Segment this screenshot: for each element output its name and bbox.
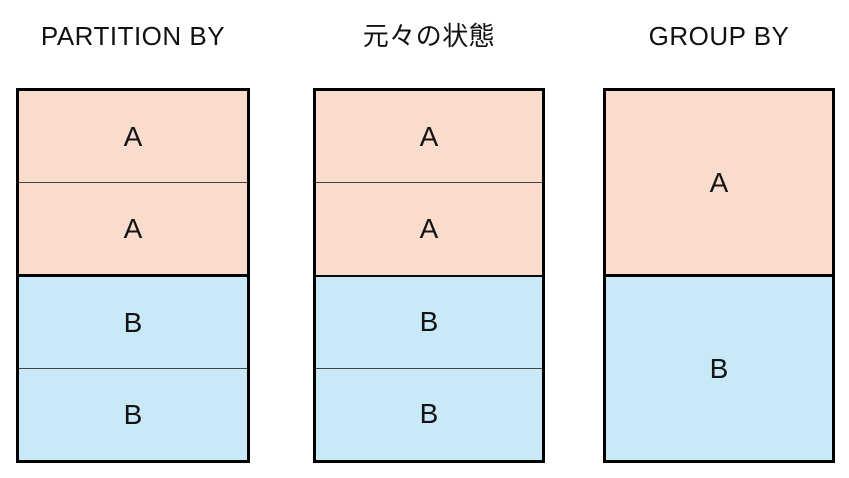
group-cell-b: B xyxy=(606,277,832,460)
original-state-table: A A B B xyxy=(313,88,545,463)
partition-cell-b2: B xyxy=(19,369,247,460)
partition-by-table: A A B B xyxy=(16,88,250,463)
original-cell-b1: B xyxy=(316,276,542,369)
original-cell-b2: B xyxy=(316,368,542,460)
partition-cell-a2: A xyxy=(19,183,247,277)
partition-cell-a1: A xyxy=(19,91,247,183)
partition-cell-b1: B xyxy=(19,277,247,369)
original-cell-a2: A xyxy=(316,183,542,277)
group-cell-a: A xyxy=(606,91,832,277)
original-cell-a1: A xyxy=(316,91,542,184)
partition-by-title: PARTITION BY xyxy=(40,21,226,51)
original-state-title: 元々の状態 xyxy=(362,21,496,51)
group-by-table: A B xyxy=(603,88,835,463)
group-by-title: GROUP BY xyxy=(648,21,790,51)
